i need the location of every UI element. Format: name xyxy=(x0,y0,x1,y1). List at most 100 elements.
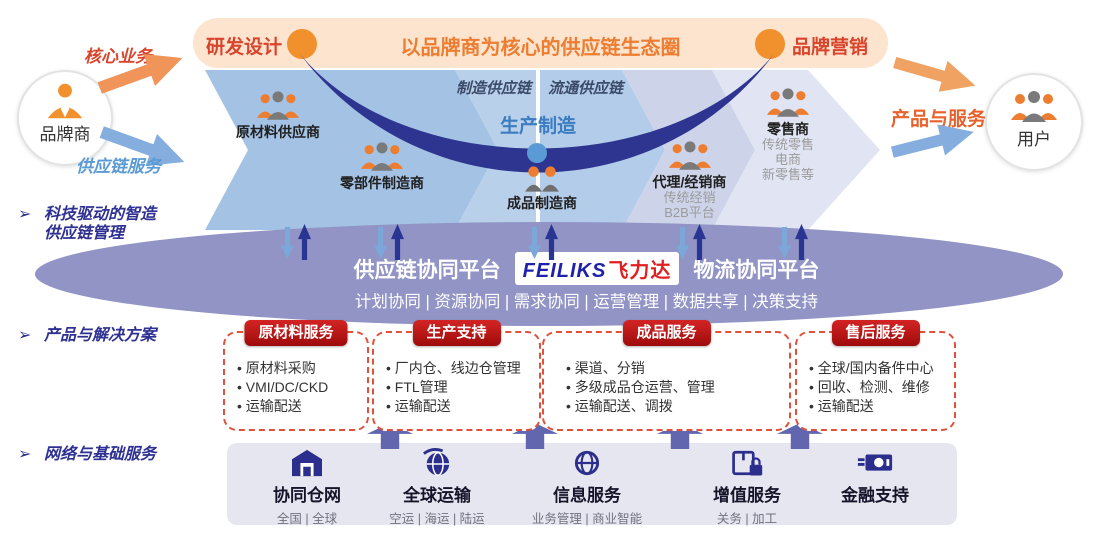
section-line: 供应链管理 xyxy=(44,225,125,242)
section-line: 网络与基础服务 xyxy=(44,446,157,463)
infra-item-warehouse-network: 协同仓网 全国 | 全球 xyxy=(247,447,367,527)
manufacturing-chain-label: 制造供应链 xyxy=(456,80,532,97)
down-arrow-icon xyxy=(676,227,689,259)
core-business-label: 核心业务 xyxy=(84,47,152,66)
platform-left-title: 供应链协同平台 xyxy=(353,258,501,282)
service-group-title: 生产支持 xyxy=(412,320,501,346)
node-label: 代理/经销商 xyxy=(652,174,727,190)
infra-item-information-services: 信息服务 业务管理 | 商业智能 xyxy=(512,447,662,527)
brand-owner-label: 品牌商 xyxy=(39,125,91,144)
section-line: 科技驱动的智造 xyxy=(44,206,157,223)
service-item: 运输配送 xyxy=(386,397,535,416)
node-sub-label: 传统经销 xyxy=(663,190,716,205)
platform-right-title: 物流协同平台 xyxy=(693,258,820,282)
info-network-icon xyxy=(571,448,603,478)
node-sub-label: 传统零售 xyxy=(761,137,814,152)
warehouse-icon xyxy=(290,448,324,478)
service-group-title: 原材料服务 xyxy=(244,320,348,346)
section-products-solutions: 产品与解决方案 xyxy=(18,326,157,345)
marketing-node-dot xyxy=(755,29,785,59)
brand-owner-circle: 品牌商 xyxy=(17,70,113,166)
flow-arrow-pair xyxy=(778,224,810,260)
circulation-chain-label: 流通供应链 xyxy=(548,80,624,97)
infra-item-global-transport: 全球运输 空运 | 海运 | 陆运 xyxy=(367,447,507,527)
chain-node-finished-goods-manufacturer: 成品制造商 xyxy=(492,165,592,211)
section-network-basic-services: 网络与基础服务 xyxy=(18,445,157,464)
service-item: 全球/国内备件中心 xyxy=(809,359,950,378)
production-label: 生产制造 xyxy=(500,116,577,137)
service-item: 厂内仓、线边仓管理 xyxy=(386,359,535,378)
platform-functions: 计划协同 | 资源协同 | 需求协同 | 运营管理 | 数据共享 | 决策支持 xyxy=(354,293,819,311)
service-item: 原材料采购 xyxy=(237,359,363,378)
node-sub-label: 新零售等 xyxy=(761,167,814,182)
up-arrow-icon xyxy=(795,224,808,260)
chain-node-retailer: 零售商 传统零售 电商 新零售等 xyxy=(733,87,843,182)
products-services-label: 产品与服务 xyxy=(891,109,987,130)
chain-node-parts-manufacturer: 零部件制造商 xyxy=(322,141,442,191)
service-item: 运输配送、调拨 xyxy=(566,397,785,416)
service-group-after-sales: 售后服务 全球/国内备件中心 回收、检测、维修 运输配送 xyxy=(795,320,956,431)
node-sub-label: B2B平台 xyxy=(664,205,715,220)
infra-name: 全球运输 xyxy=(403,486,471,505)
node-label: 原材料供应商 xyxy=(236,124,320,140)
flow-arrow-pair xyxy=(528,224,560,260)
rnd-design-label: 研发设计 xyxy=(206,37,283,58)
service-item: 运输配送 xyxy=(237,397,363,416)
up-arrow-icon xyxy=(693,224,706,260)
people-group-icon xyxy=(360,141,404,173)
service-item: 回收、检测、维修 xyxy=(809,378,950,397)
down-arrow-icon xyxy=(281,227,294,259)
brand-marketing-label: 品牌营销 xyxy=(792,37,869,58)
infra-sub: 关务 | 加工 xyxy=(716,512,778,526)
down-arrow-icon xyxy=(374,227,387,259)
flow-arrow-pair xyxy=(281,224,313,260)
service-group-finished-goods: 成品服务 渠道、分销 多级成品仓运营、管理 运输配送、调拨 xyxy=(542,320,791,431)
users-icon xyxy=(1010,89,1058,125)
infra-item-financial-support: 金融支持 xyxy=(815,447,935,508)
section-smart-supply-chain: 科技驱动的智造 供应链管理 xyxy=(18,205,157,243)
user-circle: 用户 xyxy=(985,73,1083,171)
up-arrow-icon xyxy=(545,224,558,260)
finance-icon xyxy=(856,449,894,477)
node-label: 成品制造商 xyxy=(507,195,577,211)
infra-name: 协同仓网 xyxy=(273,486,341,505)
node-sub-label: 电商 xyxy=(774,152,801,167)
infra-name: 信息服务 xyxy=(553,486,621,505)
section-line: 产品与解决方案 xyxy=(44,327,157,344)
infra-name: 金融支持 xyxy=(841,486,909,505)
infra-sub: 空运 | 海运 | 陆运 xyxy=(389,512,485,526)
globe-transport-icon xyxy=(420,448,454,478)
production-node-dot xyxy=(527,143,547,163)
up-arrow-icon xyxy=(391,224,404,260)
service-group-production-support: 生产支持 厂内仓、线边仓管理 FTL管理 运输配送 xyxy=(372,320,541,431)
logo-latin: FEILIKS xyxy=(522,260,607,282)
up-arrow-icon xyxy=(298,224,311,260)
service-item: 运输配送 xyxy=(809,397,950,416)
logo-chinese: 飞力达 xyxy=(608,260,672,282)
infra-name: 增值服务 xyxy=(713,486,781,505)
flow-arrow-pair xyxy=(374,224,406,260)
brand-person-icon xyxy=(44,82,86,120)
people-group-icon xyxy=(766,87,810,119)
chain-node-raw-material-supplier: 原材料供应商 xyxy=(218,90,338,140)
infra-sub: 业务管理 | 商业智能 xyxy=(531,512,643,526)
service-item: 多级成品仓运营、管理 xyxy=(566,378,785,397)
user-label: 用户 xyxy=(1017,130,1051,149)
service-item: VMI/DC/CKD xyxy=(237,378,363,397)
package-lock-icon xyxy=(730,448,764,478)
service-group-raw-material: 原材料服务 原材料采购 VMI/DC/CKD 运输配送 xyxy=(223,320,369,431)
node-label: 零部件制造商 xyxy=(340,175,424,191)
people-group-icon xyxy=(256,90,300,122)
people-group-icon xyxy=(668,140,712,172)
flow-arrow-pair xyxy=(676,224,708,260)
node-label: 零售商 xyxy=(767,121,809,137)
banner-title: 以品牌商为核心的供应链生态圈 xyxy=(400,37,681,59)
down-arrow-icon xyxy=(778,227,791,259)
down-arrow-icon xyxy=(528,227,541,259)
service-group-title: 成品服务 xyxy=(622,320,711,346)
service-item: FTL管理 xyxy=(386,378,535,397)
people-group-icon xyxy=(523,165,561,193)
